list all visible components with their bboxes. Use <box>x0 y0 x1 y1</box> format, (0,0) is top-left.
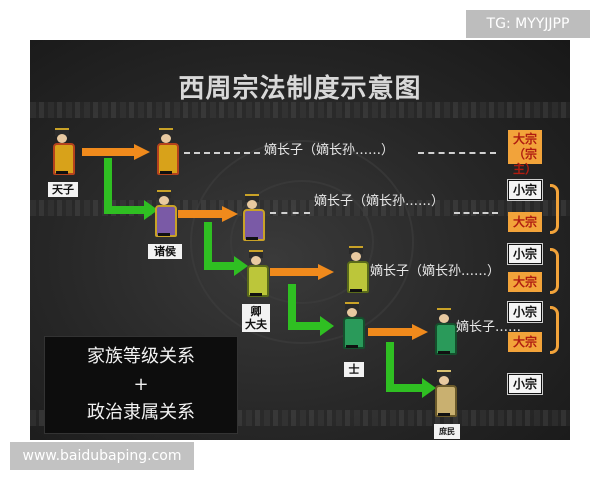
tianzi-figure <box>52 128 75 175</box>
branch-arrow <box>104 158 158 220</box>
inherit-arrow <box>270 264 334 280</box>
zhuhou-figure <box>154 190 177 237</box>
group-brace <box>550 184 559 234</box>
qingdafu-heir-figure <box>346 246 369 293</box>
watermark-top: TG: MYYJJPP <box>466 10 590 38</box>
dazong-box: 大宗 <box>508 332 542 352</box>
decor-swirl <box>230 180 374 304</box>
summary-line-political: 政治隶属关系 <box>87 402 195 423</box>
diagram-title: 西周宗法制度示意图 <box>178 74 422 104</box>
rank-label-qingdafu: 卿 大夫 <box>242 304 270 332</box>
shi-figure <box>342 302 365 349</box>
watermark-bottom: www.baidubaping.com <box>10 442 194 470</box>
dazong-top-box: 大宗 （宗主） <box>508 130 542 176</box>
xiaozong-box: 小宗 <box>507 179 543 201</box>
xiaozong-box: 小宗 <box>507 373 543 395</box>
summary-box: 家族等级关系 + 政治隶属关系 <box>44 336 238 434</box>
shumin-figure <box>434 370 457 417</box>
rank-label-qing: 卿 <box>250 305 262 318</box>
summary-plus: + <box>133 374 149 395</box>
decor-swirl <box>190 140 414 344</box>
branch-arrow <box>288 284 334 336</box>
zhuhou-heir-figure <box>242 194 265 241</box>
succession-text: 嫡长子（嫡长孙……） <box>370 264 501 279</box>
dash-line <box>454 212 498 214</box>
diagram-panel: 西周宗法制度示意图 天子 嫡长子（嫡长孙……） 大宗 （宗主） 诸侯 嫡长子（嫡… <box>30 40 570 440</box>
summary-line-family: 家族等级关系 <box>87 346 195 367</box>
dash-line <box>270 212 310 214</box>
branch-arrow <box>386 342 436 398</box>
dazong-top-label: 大宗 <box>512 132 537 146</box>
rank-label-shumin: 庶民 <box>434 424 460 439</box>
inherit-arrow <box>368 324 428 340</box>
shi-heir-figure <box>434 308 457 355</box>
branch-arrow <box>204 222 248 276</box>
rank-label-dafu: 大夫 <box>245 318 267 331</box>
dazong-box: 大宗 <box>508 272 542 292</box>
rank-label-zhuhou: 诸侯 <box>148 244 182 259</box>
dash-line <box>184 152 260 154</box>
dazong-top-sub-label: （宗主） <box>512 147 537 176</box>
rank-label-tianzi: 天子 <box>48 182 78 197</box>
rank-label-shi: 士 <box>344 362 364 377</box>
inherit-arrow <box>178 206 238 222</box>
inherit-arrow <box>82 144 150 160</box>
succession-text: 嫡长子（嫡长孙……） <box>314 194 445 209</box>
group-brace <box>550 306 559 354</box>
qingdafu-figure <box>246 250 269 297</box>
xiaozong-box: 小宗 <box>507 243 543 265</box>
succession-text: 嫡长子（嫡长孙……） <box>264 143 395 158</box>
succession-text: 嫡长子…… <box>456 320 522 335</box>
tianzi-heir-figure <box>156 128 179 175</box>
decor-band <box>30 102 570 118</box>
group-brace <box>550 248 559 294</box>
dazong-box: 大宗 <box>508 212 542 232</box>
xiaozong-box: 小宗 <box>507 301 543 323</box>
dash-line <box>418 152 496 154</box>
